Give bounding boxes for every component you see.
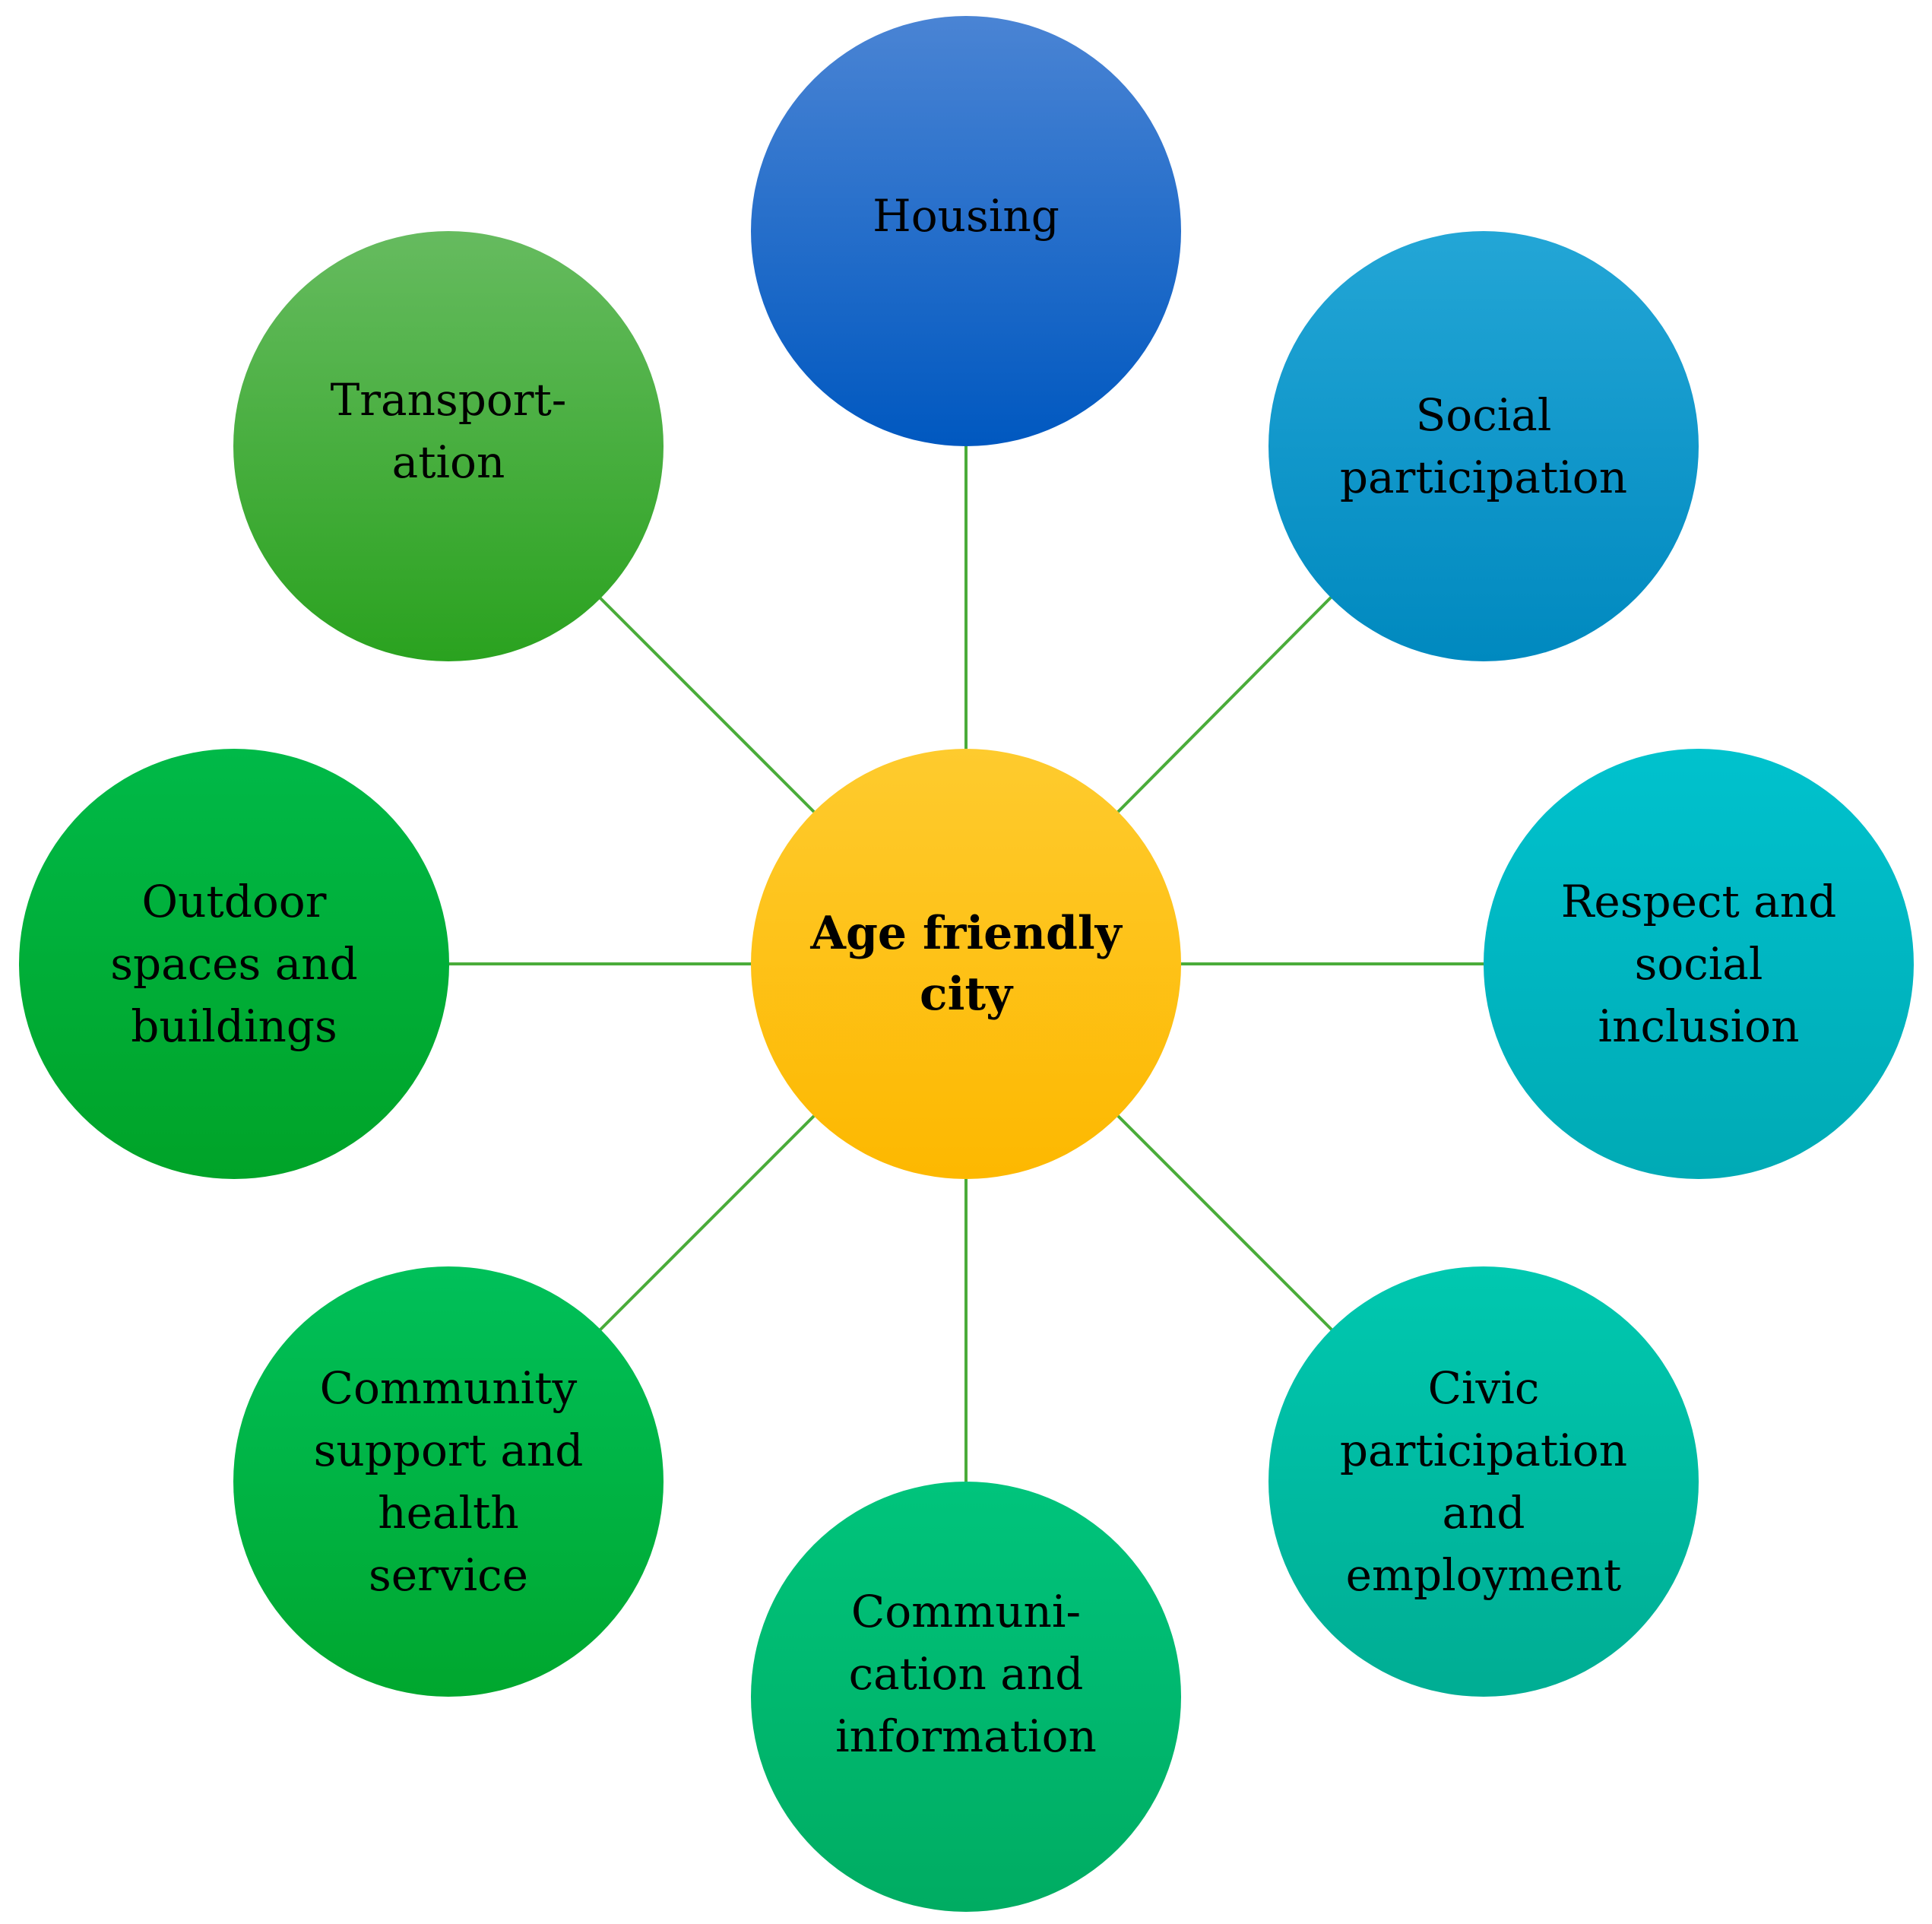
node-housing-label: Housing [873, 190, 1059, 242]
node-transportation: Transport- ation [233, 231, 664, 661]
node-housing: Housing [751, 16, 1181, 446]
node-community-support: Community support and health service [233, 1266, 664, 1697]
node-communication: Communi- cation and information [751, 1482, 1181, 1912]
connector-social [1116, 595, 1333, 813]
node-communication-label: Communi- cation and information [835, 1586, 1097, 1762]
node-respect-and-social-inclusion: Respect and social inclusion [1484, 749, 1914, 1179]
node-civic-label: Civic participation and employment [1339, 1362, 1628, 1601]
node-civic-participation: Civic participation and employment [1268, 1266, 1699, 1697]
connector-transport [599, 597, 816, 813]
node-center-label: Age friendly city [810, 907, 1122, 1021]
node-community-support-label: Community support and health service [313, 1362, 584, 1601]
node-social-participation: Social participation [1268, 231, 1699, 661]
connector-community [599, 1114, 816, 1331]
node-social-participation-label: Social participation [1339, 389, 1628, 503]
node-outdoor-spaces: Outdoor spaces and buildings [19, 749, 449, 1179]
connector-civic [1116, 1114, 1333, 1331]
node-center-age-friendly-city: Age friendly city [751, 749, 1181, 1179]
node-outdoor-spaces-label: Outdoor spaces and buildings [110, 876, 358, 1052]
node-respect-label: Respect and social inclusion [1560, 876, 1837, 1052]
node-transportation-label: Transport- ation [330, 374, 567, 488]
